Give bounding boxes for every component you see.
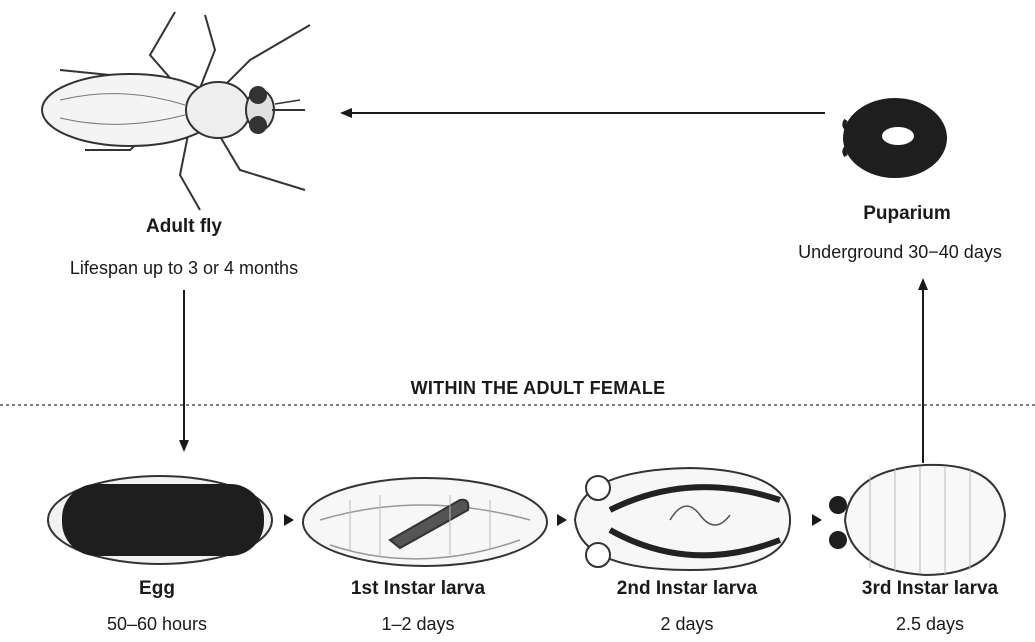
arrow-larva1-to-larva2: [557, 514, 567, 526]
adult-fly-illustration: [42, 12, 310, 210]
egg-duration: 50–60 hours: [107, 614, 207, 635]
arrow-egg-to-larva1: [284, 514, 294, 526]
puparium-duration: Underground 30−40 days: [798, 242, 1002, 263]
egg-illustration: [48, 476, 272, 564]
adult-fly-duration: Lifespan up to 3 or 4 months: [70, 258, 298, 279]
larva2-duration: 2 days: [660, 614, 713, 635]
larva2-illustration: [575, 468, 790, 570]
larva3-name: 3rd Instar larva: [862, 578, 998, 600]
larva1-illustration: [303, 478, 547, 566]
larva3-duration: 2.5 days: [896, 614, 964, 635]
arrow-larva2-to-larva3: [812, 514, 822, 526]
larva1-duration: 1–2 days: [381, 614, 454, 635]
larva2-name: 2nd Instar larva: [617, 578, 757, 600]
adult-fly-name: Adult fly: [146, 216, 222, 238]
larva1-name: 1st Instar larva: [351, 578, 485, 600]
zone-label: WITHIN THE ADULT FEMALE: [411, 378, 666, 399]
larva3-illustration: [829, 465, 1005, 575]
puparium-name: Puparium: [863, 203, 951, 225]
egg-name: Egg: [139, 578, 175, 600]
puparium-illustration: [843, 98, 947, 178]
